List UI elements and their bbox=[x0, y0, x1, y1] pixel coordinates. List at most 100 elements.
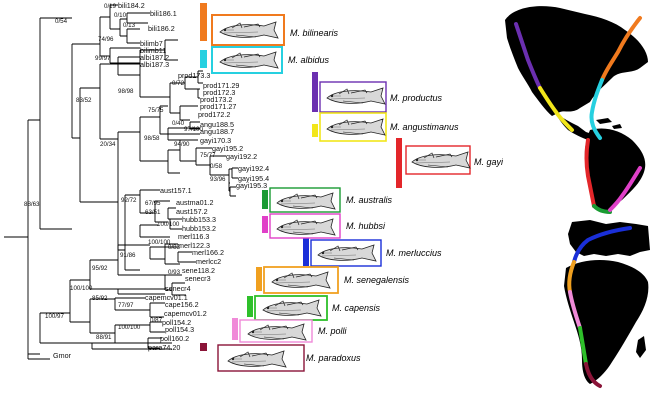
support-value: 67/95 bbox=[145, 200, 161, 207]
species-name-capensis: M. capensis bbox=[332, 303, 381, 313]
support-value: 74/96 bbox=[98, 36, 114, 43]
tip-label: gayi195.2 bbox=[212, 144, 243, 153]
support-value: 0/58 bbox=[210, 163, 223, 170]
tip-label: merl166.2 bbox=[192, 248, 224, 257]
support-value: 0/10 bbox=[114, 12, 127, 19]
species-name-australis: M. australis bbox=[346, 195, 393, 205]
support-value: 88/63 bbox=[24, 201, 40, 208]
species-name-bilinearis: M. bilinearis bbox=[290, 28, 339, 38]
tip-label: merl122.3 bbox=[178, 241, 210, 250]
support-value: 100/100 bbox=[118, 324, 141, 331]
clade-bar-hubbsi bbox=[262, 216, 268, 233]
species-name-productus: M. productus bbox=[390, 93, 443, 103]
species-names: M. bilinearis M. albidus M. productus M.… bbox=[288, 28, 504, 363]
tip-label: poll154.3 bbox=[165, 325, 194, 334]
support-value: 98/98 bbox=[118, 88, 134, 95]
range-merluccius bbox=[572, 226, 632, 264]
support-value: 0/13 bbox=[123, 22, 136, 29]
support-value: 0/19 bbox=[104, 3, 117, 10]
support-value: 100/97 bbox=[45, 313, 64, 320]
support-value: 0/72 bbox=[172, 80, 185, 87]
caribbean-islands bbox=[596, 118, 622, 129]
tip-label: gayi170.3 bbox=[200, 136, 231, 145]
tip-label: bili186.2 bbox=[148, 24, 175, 33]
tip-label: capemcv01.1 bbox=[145, 293, 188, 302]
tip-label: prod171.27 bbox=[200, 102, 236, 111]
tip-label: austma01.2 bbox=[176, 198, 214, 207]
tip-label: senecr4 bbox=[165, 284, 191, 293]
support-value: 100/100 bbox=[70, 285, 93, 292]
tip-label: hubb153.3 bbox=[182, 215, 216, 224]
range-senegalensis bbox=[567, 260, 576, 294]
support-value: 0/87 bbox=[150, 317, 163, 324]
tip-label: bili184.2 bbox=[118, 1, 145, 10]
tip-label: angu188.5 bbox=[200, 120, 234, 129]
tip-label: para74.20 bbox=[148, 343, 180, 352]
support-value: 75/77 bbox=[200, 152, 216, 159]
support-value: 95/92 bbox=[92, 265, 108, 272]
support-value: 100/100 bbox=[157, 221, 180, 228]
support-value: 0/93 bbox=[168, 269, 181, 276]
tip-label: gayi195.3 bbox=[236, 181, 267, 190]
clade-bar-bilinearis bbox=[200, 3, 207, 41]
species-name-hubbsi: M. hubbsi bbox=[346, 221, 386, 231]
map-ranges bbox=[514, 16, 642, 388]
tip-label: poll160.2 bbox=[160, 334, 189, 343]
species-name-gayi: M. gayi bbox=[474, 157, 504, 167]
support-value: 99/97 bbox=[95, 55, 111, 62]
fish-boxes bbox=[211, 14, 471, 372]
tip-label: prod171.29 bbox=[203, 81, 239, 90]
madagascar-landmass bbox=[636, 336, 646, 358]
range-albidus bbox=[589, 78, 604, 140]
tip-label-outgroup: Gmor bbox=[53, 351, 72, 360]
tip-label: cape156.2 bbox=[165, 300, 199, 309]
tip-label: sene118.2 bbox=[182, 266, 215, 275]
tip-label: albi187.3 bbox=[140, 60, 169, 69]
tip-label: bilimb7 bbox=[140, 39, 163, 48]
tip-label: poll154.2 bbox=[162, 318, 191, 327]
species-name-polli: M. polli bbox=[318, 326, 348, 336]
tip-label: prod173.3 bbox=[178, 71, 210, 80]
clade-bar-productus bbox=[312, 72, 318, 112]
support-value: 77/97 bbox=[118, 302, 134, 309]
support-value: 0/54 bbox=[55, 18, 68, 25]
species-name-merluccius: M. merluccius bbox=[386, 248, 442, 258]
range-hubbsi bbox=[608, 166, 642, 212]
tip-label: prod172.3 bbox=[203, 88, 235, 97]
tip-label: hubb153.2 bbox=[182, 224, 216, 233]
clade-bar-capensis bbox=[247, 296, 253, 317]
clade-bar-albidus bbox=[200, 50, 207, 68]
support-value: 85/92 bbox=[92, 295, 108, 302]
species-name-senegalensis: M. senegalensis bbox=[344, 275, 410, 285]
tip-label: bili186.1 bbox=[150, 9, 177, 18]
support-value: 93/96 bbox=[210, 176, 226, 183]
clade-bars bbox=[200, 3, 402, 351]
support-value: 97/100 bbox=[184, 126, 203, 133]
support-value: 88/91 bbox=[96, 334, 112, 341]
support-values: 0/19 0/10 0/13 0/54 74/96 99/97 0/72 75/… bbox=[24, 3, 226, 341]
tip-label: senecr3 bbox=[185, 274, 211, 283]
support-value: 83/52 bbox=[76, 97, 92, 104]
tip-label: merlcc2 bbox=[196, 257, 221, 266]
tip-label: aust157.2 bbox=[176, 207, 208, 216]
tip-label: aust157.1 bbox=[160, 186, 192, 195]
support-value: 100/100 bbox=[148, 239, 171, 246]
clade-bar-polli bbox=[232, 318, 238, 340]
support-value: 20/34 bbox=[100, 141, 116, 148]
tip-label: merl116.3 bbox=[178, 232, 209, 241]
clade-bar-senegalensis bbox=[256, 267, 262, 291]
tip-label: albi187.2 bbox=[140, 53, 169, 62]
support-value: 94/90 bbox=[174, 141, 190, 148]
range-gayi bbox=[584, 138, 596, 208]
clade-bar-merluccius bbox=[303, 237, 309, 266]
species-name-angustimanus: M. angustimanus bbox=[390, 122, 459, 132]
support-value: 98/58 bbox=[144, 135, 160, 142]
south-america-landmass bbox=[584, 128, 646, 212]
tip-label: prod172.2 bbox=[198, 110, 230, 119]
tip-label: bilimb11 bbox=[140, 46, 166, 55]
tip-label: gayi195.4 bbox=[238, 174, 269, 183]
tip-label: angu188.7 bbox=[200, 127, 234, 136]
clade-bar-gayi bbox=[396, 138, 402, 188]
range-bilinearis bbox=[600, 16, 642, 82]
